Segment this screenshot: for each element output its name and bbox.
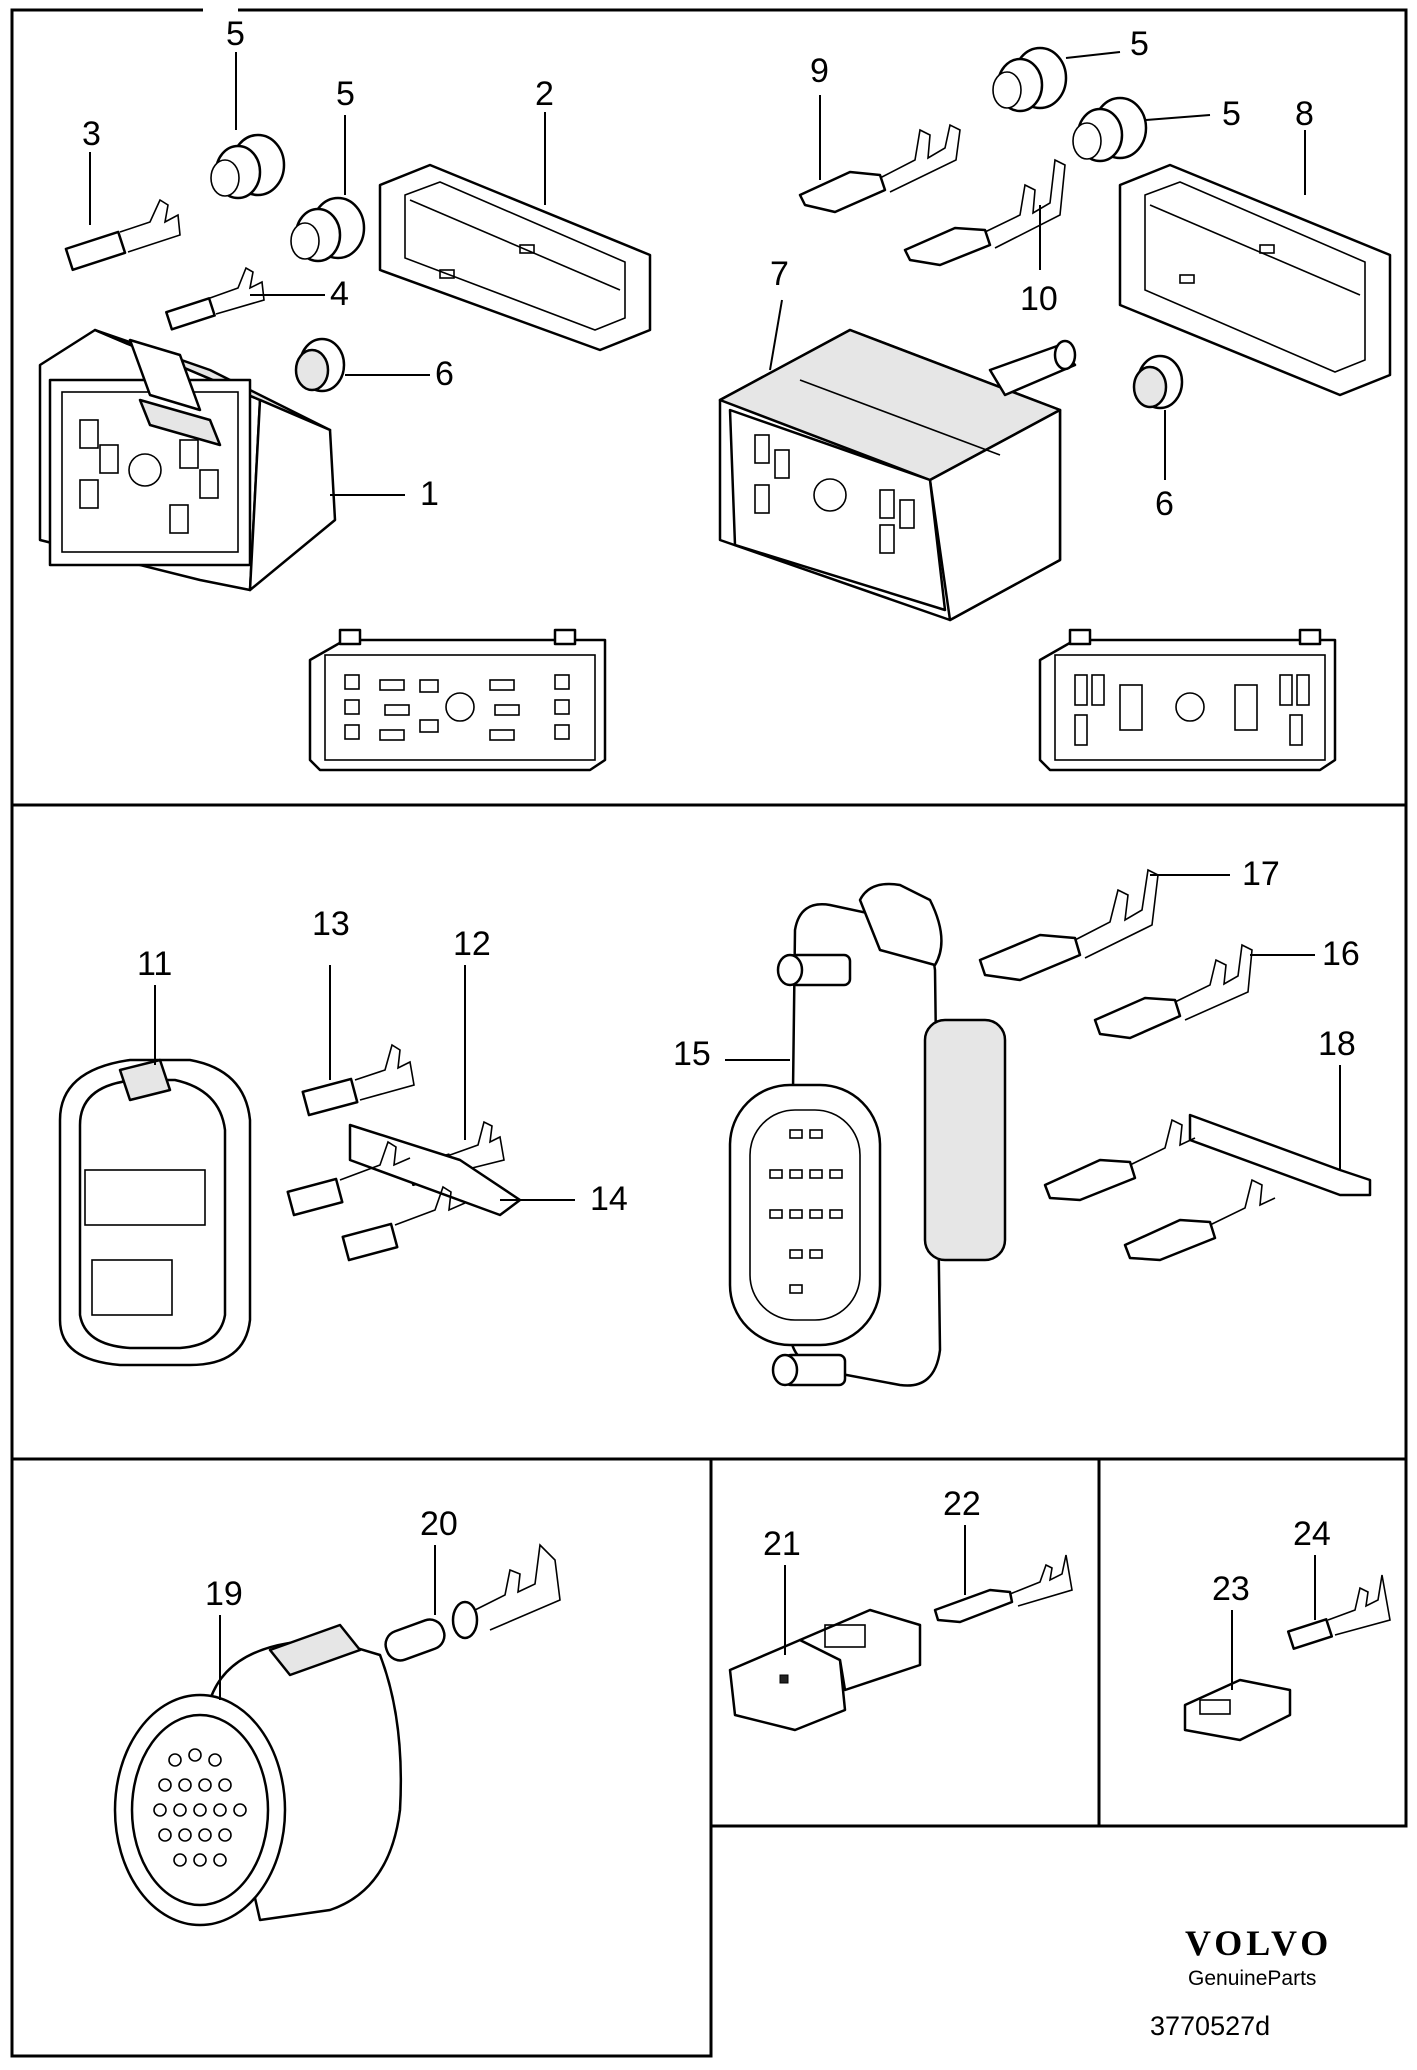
callout-5: 5	[1130, 25, 1149, 63]
terminal-strip-14	[286, 1123, 522, 1262]
connector-housing-7	[718, 328, 1077, 622]
connector-23	[1183, 1678, 1292, 1742]
terminal-3	[64, 198, 181, 272]
callout-3: 3	[82, 115, 101, 153]
callout-22: 22	[943, 1485, 981, 1523]
connector-cover-2	[378, 163, 652, 352]
terminal-24	[1286, 1574, 1391, 1650]
seal-5b	[290, 196, 366, 263]
terminal-4	[165, 266, 265, 331]
brand-block: VOLVO GenuineParts 3770527d	[1150, 1923, 1332, 2041]
volvo-logo: VOLVO	[1185, 1923, 1332, 1963]
connector-11	[58, 1058, 252, 1367]
terminal-10	[903, 158, 1066, 267]
terminal-17	[978, 868, 1159, 982]
seal-5c	[992, 46, 1068, 113]
callout-1: 1	[420, 475, 439, 513]
callout-5: 5	[1222, 95, 1241, 133]
seal-5d	[1072, 96, 1148, 163]
flange-connector-15	[728, 882, 1007, 1387]
callout-6: 6	[1155, 485, 1174, 523]
callout-14: 14	[590, 1180, 628, 1218]
callout-8: 8	[1295, 95, 1314, 133]
seal-5a	[210, 133, 286, 200]
genuine-parts-label: GenuineParts	[1188, 1967, 1316, 1990]
callout-6: 6	[435, 355, 454, 393]
terminal-strip-18	[1043, 1113, 1372, 1262]
terminal-9	[798, 123, 961, 214]
stud-bottom	[771, 1353, 847, 1387]
connector-housing-1	[38, 328, 337, 592]
callout-9: 9	[810, 52, 829, 90]
callout-20: 20	[420, 1505, 458, 1543]
callout-15: 15	[673, 1035, 711, 1073]
callout-7: 7	[770, 255, 789, 293]
stud-top	[776, 953, 852, 987]
terminal-22	[933, 1554, 1073, 1624]
callout-10: 10	[1020, 280, 1058, 318]
callout-19: 19	[205, 1575, 243, 1613]
callout-labels: 5 3 5 2 4 6 1 9 5 5 8 7 10 6 11 13 12 14…	[82, 15, 1360, 1613]
callout-12: 12	[453, 925, 491, 963]
connector-face-left	[308, 628, 607, 772]
callout-5: 5	[336, 75, 355, 113]
terminal-13	[301, 1043, 415, 1117]
callout-5: 5	[226, 15, 245, 53]
callout-11: 11	[137, 945, 172, 983]
callout-4: 4	[330, 275, 349, 313]
connector-21	[728, 1608, 922, 1732]
terminal-16	[1093, 943, 1253, 1040]
callout-18: 18	[1318, 1025, 1356, 1063]
callout-17: 17	[1242, 855, 1280, 893]
callout-13: 13	[312, 905, 350, 943]
blind-plug-6b	[1132, 354, 1184, 410]
pin-20	[384, 1543, 561, 1662]
connector-face-right	[1038, 628, 1337, 772]
callout-24: 24	[1293, 1515, 1331, 1553]
blind-plug-6a	[294, 337, 346, 393]
callout-23: 23	[1212, 1570, 1250, 1608]
diagram-reference: 3770527d	[1150, 2011, 1270, 2041]
callout-16: 16	[1322, 935, 1360, 973]
callout-21: 21	[763, 1525, 801, 1563]
callout-2: 2	[535, 75, 554, 113]
round-connector-19	[113, 1623, 403, 1927]
panel-frames	[10, 2, 1408, 2058]
leader-lines	[89, 51, 1341, 1700]
connector-cover-8	[1118, 163, 1392, 397]
